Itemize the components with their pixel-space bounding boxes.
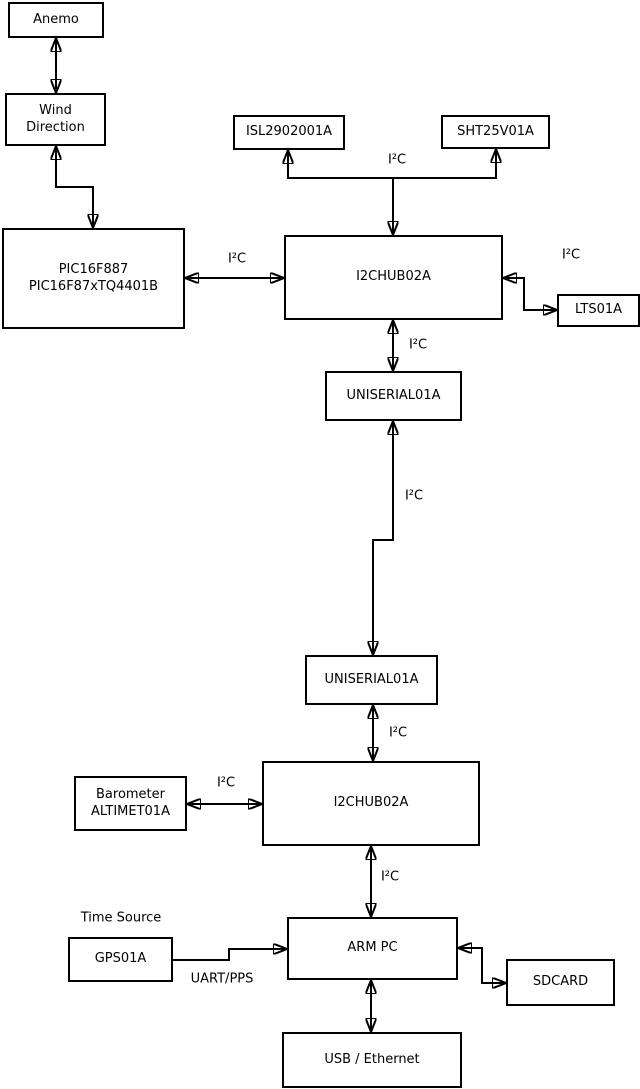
edge-hub-upper-lts bbox=[503, 278, 557, 310]
annotation-time-source: Time Source bbox=[80, 910, 162, 926]
node-pic16f887: PIC16F887 PIC16F87xTQ4401B bbox=[2, 228, 185, 329]
node-usb-ethernet: USB / Ethernet bbox=[282, 1032, 462, 1088]
edge-label-i2c-sensor-bus: I²C bbox=[387, 152, 407, 168]
node-isl2902001a: ISL2902001A bbox=[233, 115, 345, 150]
edge-wind-pic bbox=[56, 146, 93, 228]
node-barometer-altimet01a: Barometer ALTIMET01A bbox=[74, 776, 187, 831]
edge-uni-upper-uni-lower bbox=[373, 421, 393, 655]
node-wind-direction: Wind Direction bbox=[5, 93, 106, 146]
edge-armpc-sdcard bbox=[458, 948, 506, 983]
node-lts01a: LTS01A bbox=[557, 294, 640, 327]
node-sht25v01a: SHT25V01A bbox=[441, 115, 550, 149]
edge-label-i2c-hub-armpc: I²C bbox=[380, 869, 400, 885]
edge-label-i2c-uniserial-hub: I²C bbox=[388, 725, 408, 741]
node-uniserial01a-lower: UNISERIAL01A bbox=[305, 655, 438, 705]
edge-label-i2c-barometer-hub: I²C bbox=[216, 775, 236, 791]
edge-label-i2c-uniserial-link: I²C bbox=[404, 488, 424, 504]
edge-label-i2c-hub-uniserial: I²C bbox=[408, 337, 428, 353]
edge-label-i2c-pic-hub: I²C bbox=[227, 251, 247, 267]
node-sdcard: SDCARD bbox=[506, 959, 615, 1006]
edge-gps-armpc bbox=[173, 949, 287, 961]
node-i2chub02a-lower: I2CHUB02A bbox=[262, 761, 480, 846]
edge-label-i2c-hub-lts: I²C bbox=[561, 247, 581, 263]
edge-label-uart-pps: UART/PPS bbox=[190, 971, 254, 987]
node-anemo: Anemo bbox=[8, 2, 104, 38]
node-gps01a: GPS01A bbox=[68, 937, 173, 982]
node-uniserial01a-upper: UNISERIAL01A bbox=[325, 371, 462, 421]
node-arm-pc: ARM PC bbox=[287, 917, 458, 980]
node-i2chub02a-upper: I2CHUB02A bbox=[284, 235, 503, 320]
